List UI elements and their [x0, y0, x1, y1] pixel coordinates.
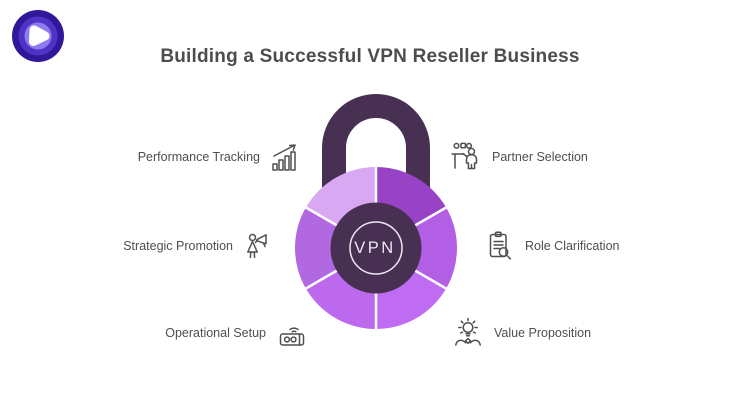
lightbulb-hands-icon [455, 317, 481, 346]
vpn-center-label: VPN [354, 239, 395, 257]
item-role-clarification: Role Clarification [483, 228, 619, 264]
router-device-icon [279, 327, 305, 346]
item-label: Strategic Promotion [123, 238, 233, 253]
padlock-hub [330, 202, 422, 294]
item-operational-setup: Operational Setup [108, 315, 308, 351]
megaphone-person-icon [247, 233, 267, 259]
item-value-proposition: Value Proposition [452, 315, 591, 351]
padlock-shackle [322, 94, 430, 190]
partner-selection-icon [451, 142, 478, 170]
item-partner-selection: Partner Selection [450, 139, 588, 175]
clipboard-magnifier-icon [489, 231, 512, 260]
item-label: Partner Selection [492, 149, 588, 164]
item-label: Operational Setup [165, 325, 266, 340]
item-label: Performance Tracking [137, 149, 260, 164]
growth-chart-icon [272, 144, 296, 171]
hub-ring [349, 221, 403, 275]
vpn-padlock-graphic: VPN [294, 94, 458, 329]
item-label: Value Proposition [494, 325, 592, 340]
item-strategic-promotion: Strategic Promotion [75, 228, 275, 264]
item-label: Role Clarification [525, 238, 620, 253]
item-performance-tracking: Performance Tracking [102, 139, 302, 175]
vpn-brand-logo-icon [12, 10, 64, 62]
page-title: Building a Successful VPN Reseller Busin… [160, 46, 580, 67]
